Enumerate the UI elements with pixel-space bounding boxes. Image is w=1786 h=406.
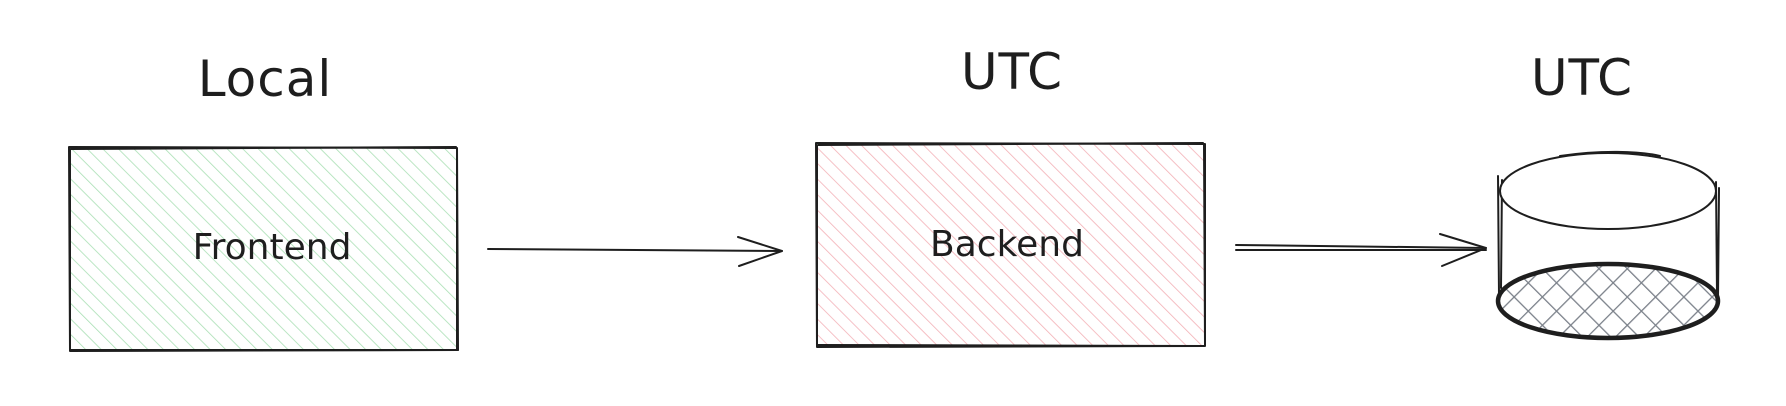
database-top-outline xyxy=(1499,152,1717,230)
database-cylinder xyxy=(1495,150,1721,341)
backend-label: Backend xyxy=(930,224,1084,265)
database-side-right xyxy=(1715,181,1720,299)
arrow-frontend-to-backend xyxy=(487,236,783,267)
backend-box-outline-sketch xyxy=(816,142,1206,347)
database-top-sketch xyxy=(1559,150,1661,157)
backend-box: Backend xyxy=(815,142,1206,348)
heading-utc-backend: UTC xyxy=(961,43,1063,101)
heading-local: Local xyxy=(198,50,333,108)
backend-box-fill xyxy=(817,144,1205,346)
heading-utc-database: UTC xyxy=(1531,49,1633,107)
frontend-label: Frontend xyxy=(193,227,352,268)
database-bottom-outline xyxy=(1495,261,1721,341)
frontend-box: Frontend xyxy=(68,146,459,352)
arrow-backend-to-database xyxy=(1235,233,1487,267)
frontend-box-fill xyxy=(70,148,458,350)
frontend-box-outline-sketch xyxy=(69,146,459,351)
database-bottom-fill-b xyxy=(1498,264,1718,338)
